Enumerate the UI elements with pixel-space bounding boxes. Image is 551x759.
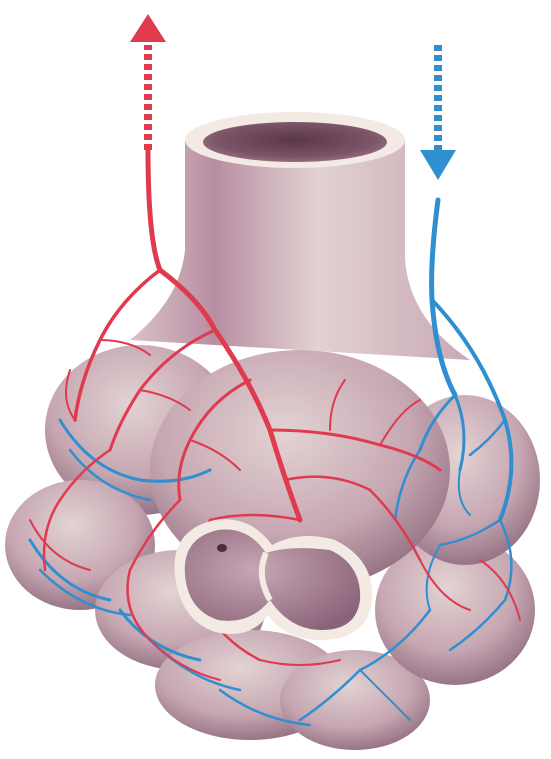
outflow-arrow-icon	[130, 14, 166, 150]
inflow-arrow-icon	[420, 45, 456, 180]
alveolar-duct	[130, 112, 470, 360]
